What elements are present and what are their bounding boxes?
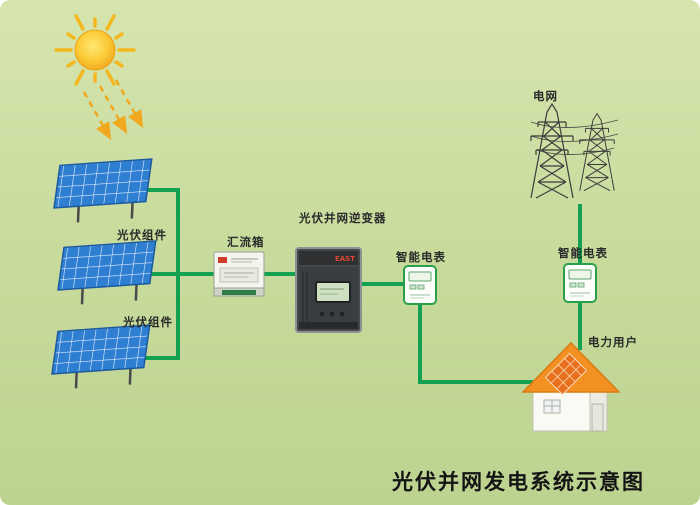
grid-label: 电网 bbox=[533, 89, 558, 103]
house-icon bbox=[521, 341, 621, 432]
inverter-icon: EAST bbox=[295, 247, 362, 333]
roof-solar-panel-icon bbox=[544, 352, 588, 396]
pv-array-icon-1 bbox=[49, 157, 158, 226]
smart-meter-icon-right bbox=[563, 263, 597, 303]
smart-meter-icon-left bbox=[403, 265, 437, 305]
pv-module-label-1: 光伏组件 bbox=[117, 228, 167, 242]
pv-module-label-2: 光伏组件 bbox=[123, 315, 173, 329]
combiner-box-label: 汇流箱 bbox=[227, 235, 265, 249]
pv-array-icon-2 bbox=[53, 239, 162, 308]
diagram-title: 光伏并网发电系统示意图 bbox=[392, 470, 645, 494]
sunlight-arrows-icon bbox=[82, 79, 144, 141]
sun-icon bbox=[54, 14, 136, 86]
inverter-label: 光伏并网逆变器 bbox=[299, 211, 387, 225]
power-user-label: 电力用户 bbox=[588, 335, 638, 349]
smart-meter-label-right: 智能电表 bbox=[558, 246, 608, 260]
connector-lines bbox=[144, 188, 582, 384]
transmission-tower-icon bbox=[530, 103, 619, 199]
house-door bbox=[591, 403, 604, 432]
pv-array-icon-3 bbox=[47, 323, 156, 392]
smart-meter-label-left: 智能电表 bbox=[396, 250, 446, 264]
inverter-brand-text: EAST bbox=[335, 255, 355, 263]
combiner-box-icon bbox=[213, 251, 265, 297]
